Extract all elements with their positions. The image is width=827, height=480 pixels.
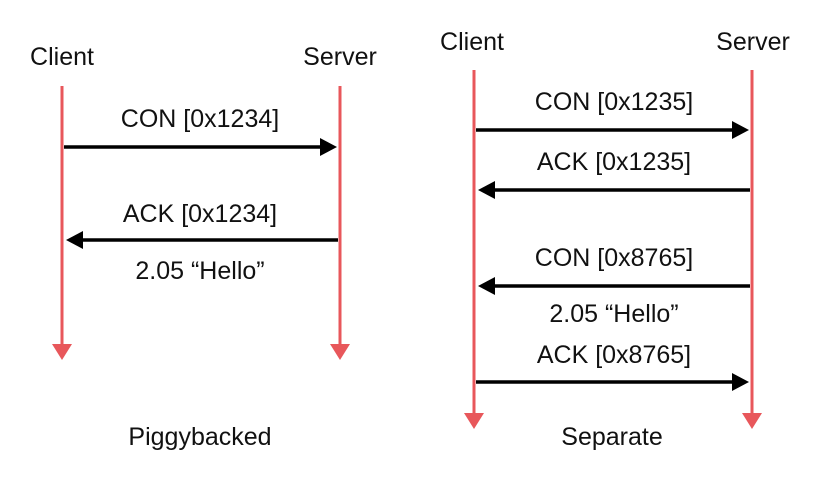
server-lifeline xyxy=(742,70,762,429)
lifeline-arrowhead xyxy=(330,344,350,360)
arrowhead-left xyxy=(478,181,495,199)
arrowhead-left xyxy=(66,231,83,249)
message-label: CON [0x8765] xyxy=(535,244,693,272)
message-label: ACK [0x8765] xyxy=(537,341,691,369)
diagram-caption: Separate xyxy=(561,423,662,451)
separate-diagram: Client Server CON [0x1235] ACK [0x1235] xyxy=(440,28,790,451)
message-ack-response: ACK [0x1234] 2.05 “Hello” xyxy=(66,200,338,285)
diagram-caption: Piggybacked xyxy=(128,423,271,451)
server-label: Server xyxy=(716,28,790,56)
message-con-request: CON [0x1234] xyxy=(64,105,337,156)
client-lifeline xyxy=(52,86,72,360)
message-con-request: CON [0x1235] xyxy=(476,88,749,139)
arrowhead-right xyxy=(732,121,749,139)
message-ack-reply: ACK [0x8765] xyxy=(476,341,749,391)
message-label: CON [0x1235] xyxy=(535,88,693,116)
arrowhead-right xyxy=(732,373,749,391)
arrowhead-left xyxy=(478,277,495,295)
message-label: ACK [0x1234] xyxy=(123,200,277,228)
message-sublabel: 2.05 “Hello” xyxy=(549,300,678,328)
piggybacked-diagram: Client Server CON [0x1234] ACK [0x1234] … xyxy=(30,43,377,451)
lifeline-arrowhead xyxy=(52,344,72,360)
lifeline-arrowhead xyxy=(464,413,484,429)
client-lifeline xyxy=(464,70,484,429)
message-label: ACK [0x1235] xyxy=(537,148,691,176)
lifeline-arrowhead xyxy=(742,413,762,429)
client-label: Client xyxy=(440,28,504,56)
message-empty-ack: ACK [0x1235] xyxy=(478,148,750,199)
server-label: Server xyxy=(303,43,377,71)
message-sublabel: 2.05 “Hello” xyxy=(135,257,264,285)
message-label: CON [0x1234] xyxy=(121,105,279,133)
server-lifeline xyxy=(330,86,350,360)
message-con-response: CON [0x8765] 2.05 “Hello” xyxy=(478,244,750,328)
arrowhead-right xyxy=(320,138,337,156)
client-label: Client xyxy=(30,43,94,71)
